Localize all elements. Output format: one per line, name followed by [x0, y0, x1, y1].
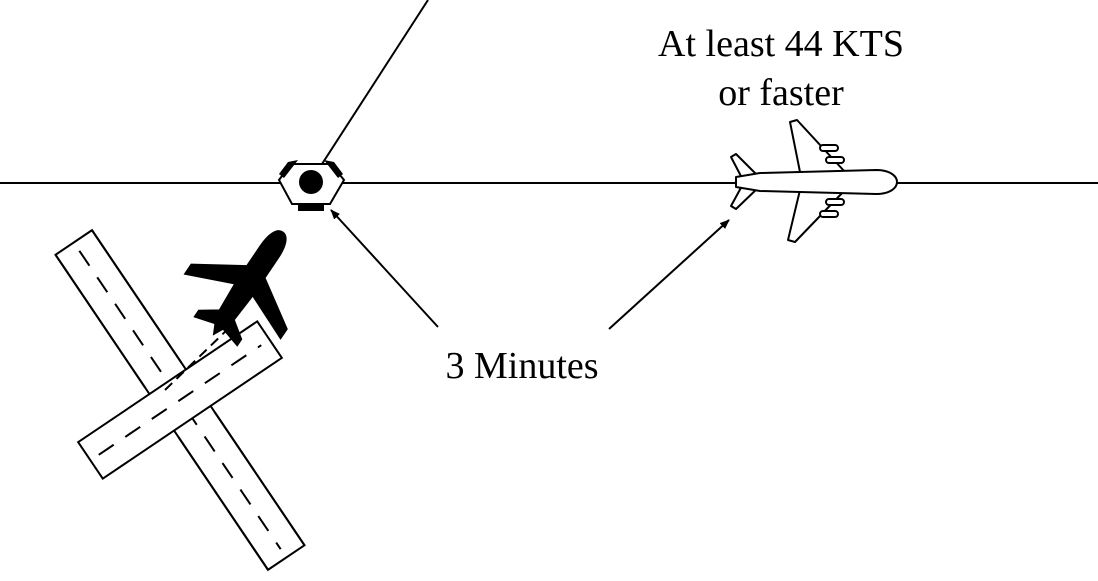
- arrow-to-en-route-aircraft: [608, 219, 730, 330]
- time-label: 3 Minutes: [445, 345, 598, 387]
- arrow-to-navaid: [330, 209, 439, 328]
- crossing-runways-icon: [54, 228, 306, 572]
- departing-aircraft-icon: [183, 230, 288, 347]
- vor-dme-navaid-icon: [277, 160, 346, 211]
- speed-label-line-2: or faster: [718, 72, 844, 114]
- en-route-aircraft-icon: [730, 119, 898, 243]
- diagonal-radial-line: [310, 0, 429, 182]
- speed-label-line-1: At least 44 KTS: [658, 23, 904, 65]
